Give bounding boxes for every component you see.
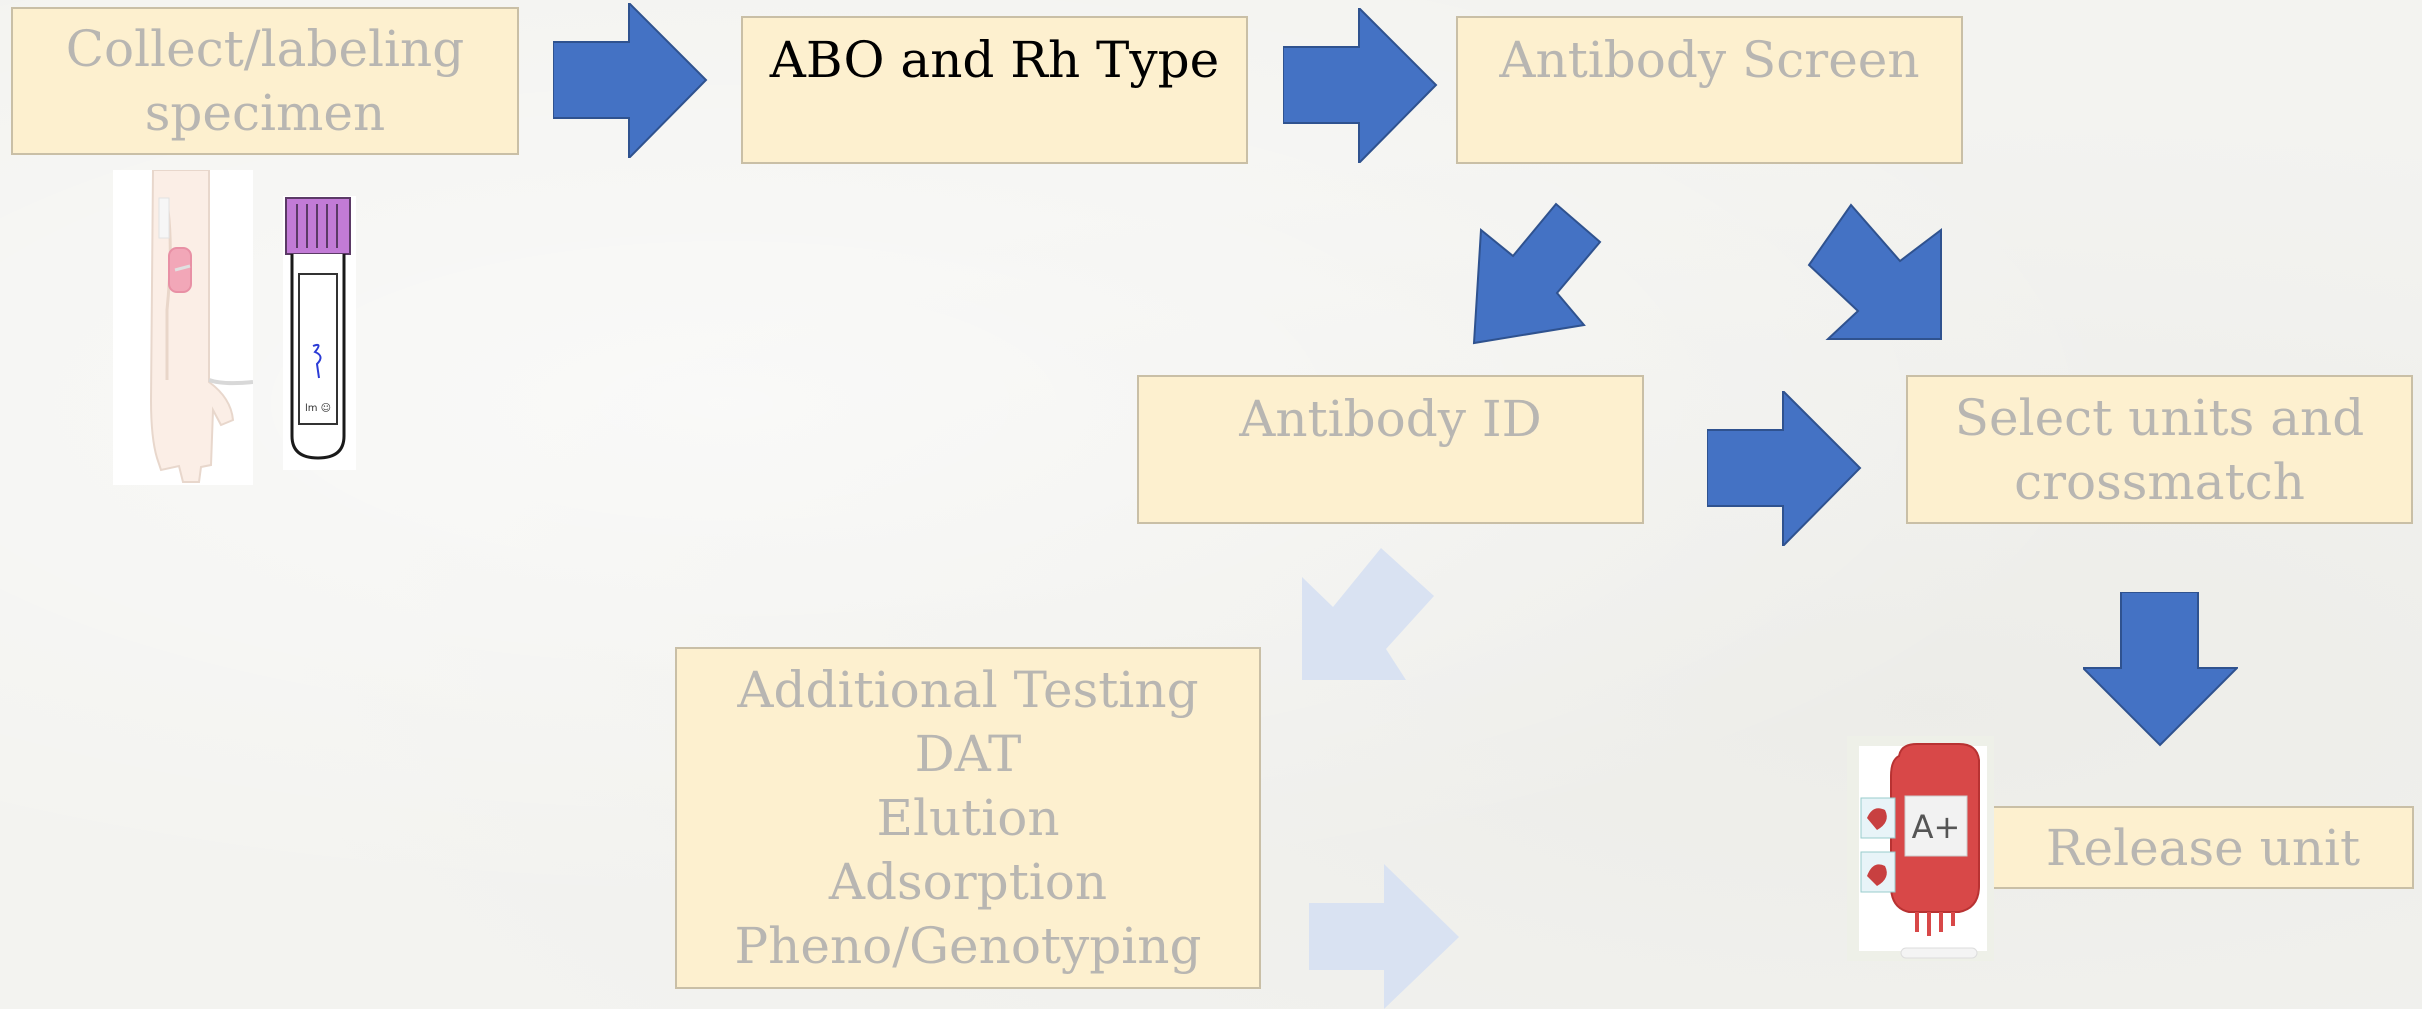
step-antibody-id: Antibody ID — [1137, 375, 1644, 524]
arrow-right-1 — [553, 3, 708, 158]
blood-bag-icon: A+ — [1847, 736, 1994, 961]
blood-bag-label: A+ — [1912, 808, 1961, 846]
arrow-down — [2083, 592, 2238, 747]
step-select-units-crossmatch: Select units and crossmatch — [1906, 375, 2413, 524]
blood-tube-icon: lm ☺ — [283, 196, 356, 470]
step-collect-line-2: specimen — [144, 84, 386, 142]
step-abo-rh-type: ABO and Rh Type — [741, 16, 1248, 164]
additional-line-5: Pheno/Genotyping — [734, 917, 1202, 975]
arrow-faded-down-left — [1302, 548, 1434, 680]
arrow-right-2 — [1283, 8, 1438, 163]
step-antibody-id-line-1: Antibody ID — [1239, 390, 1542, 448]
arm-draw-icon — [113, 170, 253, 485]
step-antibody-screen: Antibody Screen — [1456, 16, 1963, 164]
step-crossmatch-line-2: crossmatch — [2014, 452, 2305, 511]
step-abo-line-1: ABO and Rh Type — [769, 31, 1220, 89]
additional-line-4: Adsorption — [828, 853, 1108, 911]
arrow-faded-right — [1309, 864, 1459, 1009]
additional-line-3: Elution — [876, 789, 1060, 847]
step-release-line-1: Release unit — [2045, 818, 2361, 877]
additional-line-1: Additional Testing — [737, 661, 1199, 719]
step-screen-line-1: Antibody Screen — [1499, 31, 1920, 89]
step-release-unit: Release unit — [1992, 806, 2414, 889]
arrow-right-3 — [1707, 391, 1862, 546]
tube-label-text: lm ☺ — [305, 403, 331, 414]
arrow-down-right — [1807, 203, 1942, 340]
additional-line-2: DAT — [914, 725, 1022, 783]
arrow-down-left — [1472, 202, 1602, 345]
step-collect-specimen: Collect/labeling specimen — [11, 7, 519, 155]
step-collect-line-1: Collect/labeling — [65, 20, 465, 78]
step-crossmatch-line-1: Select units and — [1954, 388, 2365, 447]
step-additional-testing: Additional Testing DAT Elution Adsorptio… — [675, 647, 1261, 989]
